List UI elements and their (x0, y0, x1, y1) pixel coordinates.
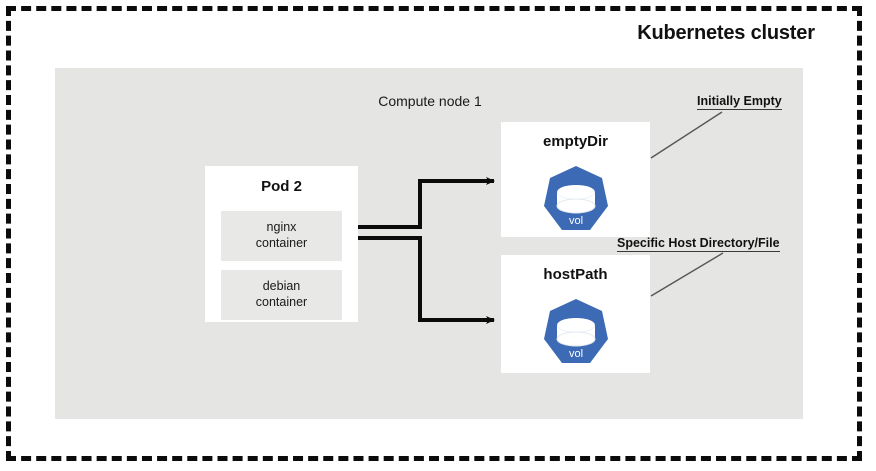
kubernetes-cluster-border (6, 6, 862, 461)
pod-box[interactable]: Pod 2 nginx container debian container (205, 166, 358, 322)
container-name-debian: debian (262, 279, 301, 293)
container-box-debian[interactable]: debian container (221, 270, 342, 320)
container-name-nginx: nginx (266, 220, 297, 234)
pod-title: Pod 2 (261, 178, 302, 195)
volume-icon-label-hostpath: vol (568, 348, 582, 360)
kubernetes-volume-icon-hostpath: vol (540, 297, 612, 367)
volume-icon-label-emptydir: vol (568, 215, 582, 227)
container-kind-debian: container (255, 295, 308, 309)
annotation-initially-empty: Initially Empty (697, 94, 782, 110)
volume-box-hostpath[interactable]: hostPath vol (501, 255, 650, 373)
volume-box-emptydir[interactable]: emptyDir vol (501, 122, 650, 237)
annotation-specific-host-directory: Specific Host Directory/File (617, 236, 780, 252)
volume-title-emptydir: emptyDir (542, 133, 609, 150)
volume-title-hostpath: hostPath (543, 266, 608, 283)
kubernetes-volume-icon-emptydir: vol (540, 164, 612, 234)
compute-node-label: Compute node 1 (378, 93, 482, 109)
container-box-nginx[interactable]: nginx container (221, 211, 342, 261)
cluster-title: Kubernetes cluster (637, 22, 815, 44)
container-kind-nginx: container (255, 236, 308, 250)
